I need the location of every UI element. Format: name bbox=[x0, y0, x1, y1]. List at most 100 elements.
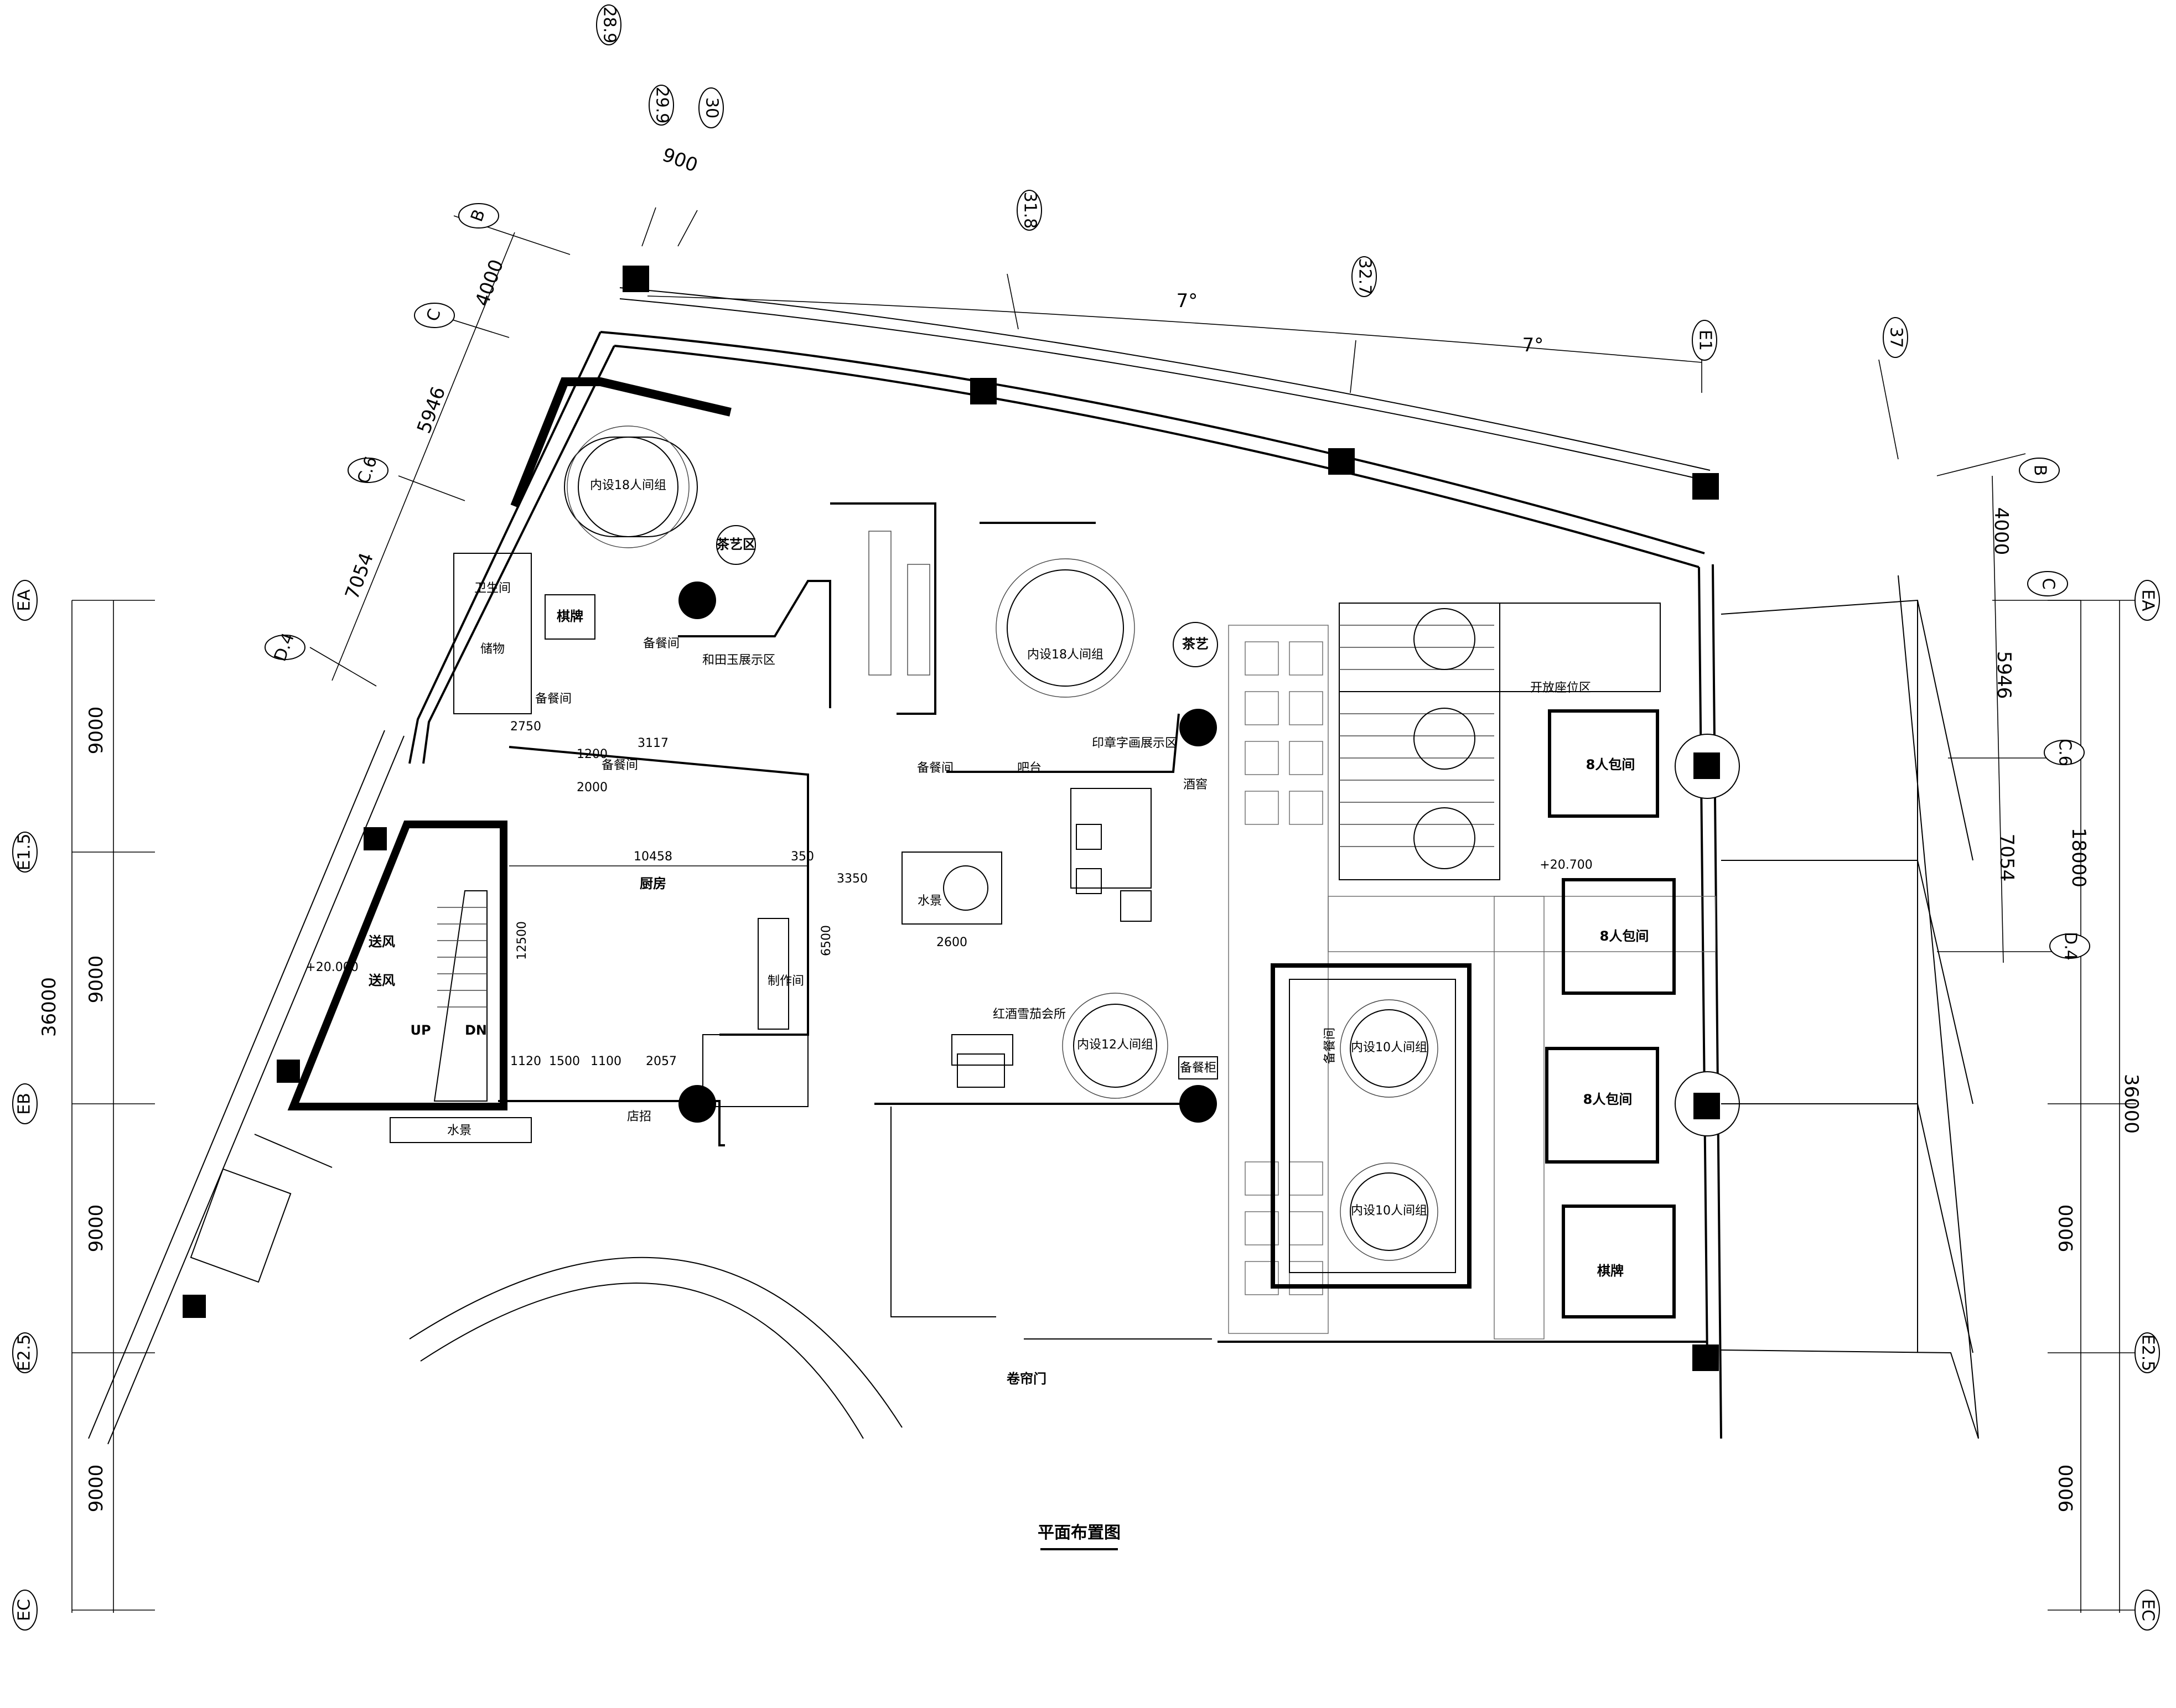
stair-dn-label: DN bbox=[465, 1022, 487, 1038]
round-column bbox=[678, 1085, 716, 1123]
room-8b-label: 8人包间 bbox=[1600, 928, 1649, 944]
column bbox=[277, 1060, 300, 1083]
prep-room-2-label: 备餐间 bbox=[535, 692, 572, 706]
angle-7-b: 7° bbox=[1522, 334, 1544, 356]
axis-289: 28.9 bbox=[600, 7, 619, 44]
pantry-2-label: 备餐间 bbox=[1323, 1027, 1337, 1064]
column bbox=[183, 1295, 206, 1318]
vip-table-1-label: 内设10人间组 bbox=[1351, 1041, 1427, 1055]
axis-327: 32.7 bbox=[1355, 258, 1375, 295]
right-garden: 开放座位区 内设10人间组 内设10人间组 备餐间 8人包间 8人包间 8人包间… bbox=[1228, 575, 1979, 1439]
restroom-label: 卫生间 bbox=[474, 582, 511, 595]
axis-ea-right: EA bbox=[2138, 589, 2158, 611]
dim-9000-2: 9000 bbox=[85, 956, 107, 1004]
columns bbox=[183, 266, 1740, 1371]
left-axis-bubbles: EA E1.5 EB E2.5 EC bbox=[12, 580, 38, 1631]
right-axis-bubbles: EA E2.5 EC B C C.6 D.4 bbox=[2019, 458, 2160, 1631]
wine-lounge-table bbox=[1073, 1004, 1157, 1088]
dim-1200: 1200 bbox=[577, 747, 608, 761]
axis-c-right: C bbox=[2039, 578, 2058, 590]
storage-label: 储物 bbox=[480, 642, 505, 656]
center-dining: 内设18人间组 茶艺 印章字画展示区 吧台 备餐间 酒窖 bbox=[830, 502, 1218, 792]
prep-room-3-label: 备餐间 bbox=[602, 759, 638, 772]
dim-1500: 1500 bbox=[549, 1055, 580, 1068]
axis-b-right: B bbox=[2030, 465, 2050, 476]
kitchen-label: 厨房 bbox=[640, 876, 666, 891]
axis-e25-left: E2.5 bbox=[15, 1335, 34, 1372]
column bbox=[1692, 473, 1719, 500]
dim-900: 900 bbox=[659, 144, 701, 177]
axis-ea-left: EA bbox=[15, 589, 34, 611]
vip-table-2-label: 内设10人间组 bbox=[1351, 1204, 1427, 1218]
wine-lounge-table-label: 内设12人间组 bbox=[1077, 1038, 1153, 1052]
top-left-wing: 内设18人间组 茶艺区 棋牌 卫生间 储物 和田玉展示区 备餐间 备餐间 备餐间 bbox=[453, 377, 831, 772]
room-8c-label: 8人包间 bbox=[1583, 1092, 1633, 1107]
service-desk-label: 备餐柜 bbox=[1180, 1061, 1216, 1075]
banquet-table-left bbox=[578, 437, 678, 537]
drawing-title-block: 平面布置图 bbox=[1038, 1523, 1121, 1550]
dim-9000-1: 9000 bbox=[85, 707, 107, 755]
stair-up-label: UP bbox=[410, 1022, 431, 1038]
axis-e15-left: E1.5 bbox=[15, 834, 34, 871]
dim-1100: 1100 bbox=[590, 1055, 621, 1068]
banquet-table-center bbox=[1007, 569, 1124, 687]
round-column bbox=[1179, 1085, 1217, 1123]
chess-room-right-label: 棋牌 bbox=[1597, 1263, 1624, 1279]
axis-c6-right: C.6 bbox=[2055, 739, 2075, 766]
left-diagonal-axes: B C C.6 D.4 4000 5946 7054 bbox=[265, 203, 571, 687]
water-scape-bottom-label: 水景 bbox=[447, 1124, 472, 1138]
dim-2600: 2600 bbox=[936, 936, 967, 949]
water-feature-label: 水景 bbox=[918, 894, 942, 908]
lounge-zone: 水景 2600 内设12人间组 红酒雪茄会所 备餐柜 bbox=[874, 788, 1218, 1105]
axis-d4-left: D.4 bbox=[271, 630, 299, 664]
wine-cellar-label: 酒窖 bbox=[1183, 778, 1208, 792]
axis-299: 29.9 bbox=[652, 87, 672, 124]
axis-ec-left: EC bbox=[15, 1599, 34, 1621]
room-8a-label: 8人包间 bbox=[1586, 757, 1635, 772]
private-room-top-left-label: 内设18人间组 bbox=[590, 479, 666, 492]
dim-36000-left: 36000 bbox=[38, 977, 60, 1037]
chess-room-left-label: 棋牌 bbox=[557, 609, 583, 624]
lower-entrance: 卷帘门 bbox=[190, 1107, 1212, 1439]
vent-2-label: 送风 bbox=[369, 973, 395, 988]
seal-display-label: 印章字画展示区 bbox=[1092, 736, 1177, 750]
axis-eb-left: EB bbox=[15, 1093, 34, 1115]
angle-7-a: 7° bbox=[1177, 290, 1198, 312]
open-seating-label: 开放座位区 bbox=[1530, 681, 1591, 695]
private-room-center-label: 内设18人间组 bbox=[1027, 648, 1103, 662]
dim-18000: 18000 bbox=[2068, 828, 2090, 887]
jade-display-label: 和田玉展示区 bbox=[702, 653, 775, 667]
pantry-1-label: 备餐间 bbox=[917, 761, 954, 775]
building-shell bbox=[88, 287, 1722, 1445]
dim-9000-3: 9000 bbox=[85, 1205, 107, 1253]
elevation-left: +20.000 bbox=[305, 961, 358, 974]
tea-art-right-label: 茶艺 bbox=[1182, 636, 1209, 652]
dim-3117: 3117 bbox=[638, 736, 669, 750]
dim-9000-4: 9000 bbox=[85, 1465, 107, 1513]
drawing-title: 平面布置图 bbox=[1038, 1523, 1121, 1543]
column bbox=[970, 378, 997, 404]
dim-2000: 2000 bbox=[577, 781, 608, 795]
dim-3350: 3350 bbox=[837, 872, 868, 886]
column bbox=[623, 266, 649, 292]
axis-30: 30 bbox=[702, 97, 722, 118]
dim-7054-left: 7054 bbox=[341, 550, 378, 603]
axis-37: 37 bbox=[1887, 327, 1906, 348]
vent-1-label: 送风 bbox=[369, 934, 395, 949]
dim-1120: 1120 bbox=[510, 1055, 541, 1068]
top-radial-grid: 28.9 29.9 30 900 31.8 32.7 E1 37 7° 7° bbox=[596, 4, 1908, 460]
round-column bbox=[1179, 709, 1217, 746]
dim-5946-right: 5946 bbox=[1993, 651, 2015, 699]
kitchen-zone: 10458 350 3350 厨房 12500 6500 制作间 3117 27… bbox=[498, 720, 868, 1146]
column bbox=[1328, 448, 1355, 475]
axis-e1: E1 bbox=[1696, 330, 1715, 351]
dim-2750: 2750 bbox=[510, 720, 541, 734]
dim-9000-r2: 9000 bbox=[2055, 1465, 2077, 1513]
wine-lounge-label: 红酒雪茄会所 bbox=[993, 1008, 1066, 1021]
column bbox=[1692, 1344, 1719, 1371]
shop-door-label: 卷帘门 bbox=[1007, 1371, 1046, 1387]
front-desk-label: 店招 bbox=[627, 1110, 651, 1124]
axis-e25-right: E2.5 bbox=[2138, 1335, 2158, 1372]
dim-6500: 6500 bbox=[820, 925, 833, 956]
